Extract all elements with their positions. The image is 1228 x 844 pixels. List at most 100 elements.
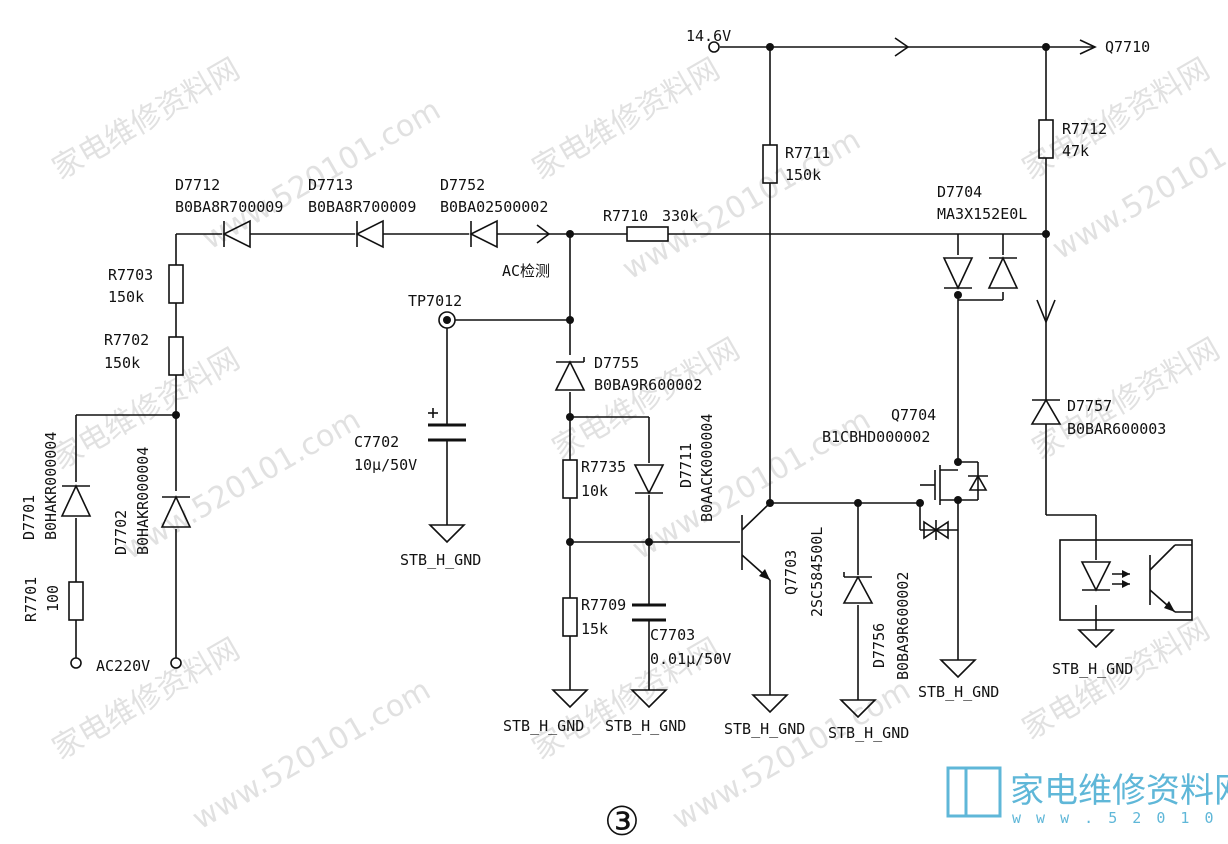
ref-r7711: R7711 xyxy=(785,144,830,162)
capacitors xyxy=(428,408,666,622)
diode-d7712 xyxy=(222,219,251,249)
logo-url: w w w . 5 2 0 1 0 1 . c o m xyxy=(1012,809,1228,827)
diode-d7704 xyxy=(942,256,1019,290)
val-r7709: 15k xyxy=(581,620,608,638)
watermark-url: www.520101.com xyxy=(197,92,447,257)
ground-symbol xyxy=(630,689,668,709)
logo-title: 家电维修资料网 xyxy=(1010,771,1228,811)
terminal-ac-b xyxy=(170,657,182,669)
part-q7704: B1CBHD000002 xyxy=(822,428,930,446)
capacitor-c7703 xyxy=(632,603,666,622)
ground-label: STB_H_GND xyxy=(400,551,481,569)
ground-symbol xyxy=(551,689,589,709)
ref-r7702: R7702 xyxy=(104,331,149,349)
ref-r7735: R7735 xyxy=(581,458,626,476)
val-c7702: 10μ/50V xyxy=(354,456,417,474)
ac-detect-label: AC检测 xyxy=(502,262,550,280)
test-point-tp7012 xyxy=(438,311,456,329)
ref-d7711: D7711 xyxy=(677,443,695,488)
ground-symbol xyxy=(1077,629,1115,649)
ref-q7704: Q7704 xyxy=(891,406,936,424)
ref-d7701: D7701 xyxy=(20,495,38,540)
capacitor-c7702 xyxy=(428,408,466,442)
part-d7712: B0BA8R700009 xyxy=(175,198,283,216)
ref-c7703: C7703 xyxy=(650,626,695,644)
ref-q7703: Q7703 xyxy=(782,550,800,595)
ground-symbol xyxy=(939,659,977,679)
diode-d7702 xyxy=(160,495,192,528)
val-c7703: 0.01μ/50V xyxy=(650,650,731,668)
labels: 14.6V Q7710 R7711 150k R7712 47k D7712 B… xyxy=(20,27,1166,844)
diodes xyxy=(60,219,1112,604)
resistor-r7712 xyxy=(1038,119,1054,159)
watermark-cn: 家电维修资料网 xyxy=(47,52,246,187)
ref-d7757: D7757 xyxy=(1067,397,1112,415)
resistor-r7703 xyxy=(168,264,184,304)
logo-book-icon xyxy=(946,766,968,818)
ref-d7713: D7713 xyxy=(308,176,353,194)
watermark-url: www.520101.com xyxy=(117,402,367,567)
diode-d7756 xyxy=(842,572,874,604)
junctions xyxy=(70,41,1050,669)
ref-d7704: D7704 xyxy=(937,183,982,201)
gate-zener xyxy=(923,520,949,540)
val-r7735: 10k xyxy=(581,482,608,500)
part-d7757: B0BAR600003 xyxy=(1067,420,1166,438)
diode-d7755 xyxy=(554,357,586,391)
ref-r7703: R7703 xyxy=(108,266,153,284)
q7710-label: Q7710 xyxy=(1105,38,1150,56)
resistors xyxy=(68,119,1054,637)
watermark-url: www.520101.com xyxy=(187,672,437,837)
grounds xyxy=(428,524,1115,719)
terminal-14v6 xyxy=(708,41,720,53)
ref-d7755: D7755 xyxy=(594,354,639,372)
ground-label: STB_H_GND xyxy=(503,717,584,735)
resistor-r7701 xyxy=(68,581,84,621)
part-q7703: 2SC584500L xyxy=(808,527,826,617)
optocoupler-body xyxy=(1059,539,1193,621)
site-logo: 家电维修资料网 w w w . 5 2 0 1 0 1 . c o m xyxy=(946,766,1228,827)
watermark-url: www.520101.com xyxy=(667,672,917,837)
val-r7703: 150k xyxy=(108,288,144,306)
part-d7701: B0HAKR000004 xyxy=(42,432,60,540)
figure-number: ③ xyxy=(604,799,640,844)
ref-r7701: R7701 xyxy=(22,577,40,622)
part-d7755: B0BA9R600002 xyxy=(594,376,702,394)
terminal-ac-a xyxy=(70,657,82,669)
diode-d7757 xyxy=(1030,398,1062,425)
ground-label: STB_H_GND xyxy=(918,683,999,701)
ground-label: STB_H_GND xyxy=(724,720,805,738)
ref-r7709: R7709 xyxy=(581,596,626,614)
val-r7702: 150k xyxy=(104,354,140,372)
optocoupler-led xyxy=(1080,561,1112,592)
resistor-r7710 xyxy=(626,226,669,242)
ref-r7712: R7712 xyxy=(1062,120,1107,138)
val-r7710: 330k xyxy=(662,207,698,225)
resistor-r7702 xyxy=(168,336,184,376)
resistor-r7709 xyxy=(562,597,578,637)
part-d7756: B0BA9R600002 xyxy=(894,572,912,680)
ground-symbol xyxy=(839,699,877,719)
diode-d7713 xyxy=(355,219,384,249)
ground-label: STB_H_GND xyxy=(605,717,686,735)
diode-d7711 xyxy=(633,464,665,495)
val-r7711: 150k xyxy=(785,166,821,184)
ref-d7756: D7756 xyxy=(870,623,888,668)
ground-symbol xyxy=(428,524,466,544)
ground-label: STB_H_GND xyxy=(828,724,909,742)
part-d7711: B0AACK000004 xyxy=(698,414,716,522)
ref-tp7012: TP7012 xyxy=(408,292,462,310)
wires xyxy=(75,37,1193,700)
diode-d7752 xyxy=(469,219,498,249)
watermark-cn: 家电维修资料网 xyxy=(1017,612,1216,747)
ref-c7702: C7702 xyxy=(354,433,399,451)
part-d7702: B0HAKR000004 xyxy=(134,447,152,555)
ground-symbol xyxy=(751,694,789,714)
diode-d7701 xyxy=(60,484,92,517)
supply-label: 14.6V xyxy=(686,27,731,45)
ground-label: STB_H_GND xyxy=(1052,660,1133,678)
ref-d7712: D7712 xyxy=(175,176,220,194)
ref-d7702: D7702 xyxy=(112,510,130,555)
